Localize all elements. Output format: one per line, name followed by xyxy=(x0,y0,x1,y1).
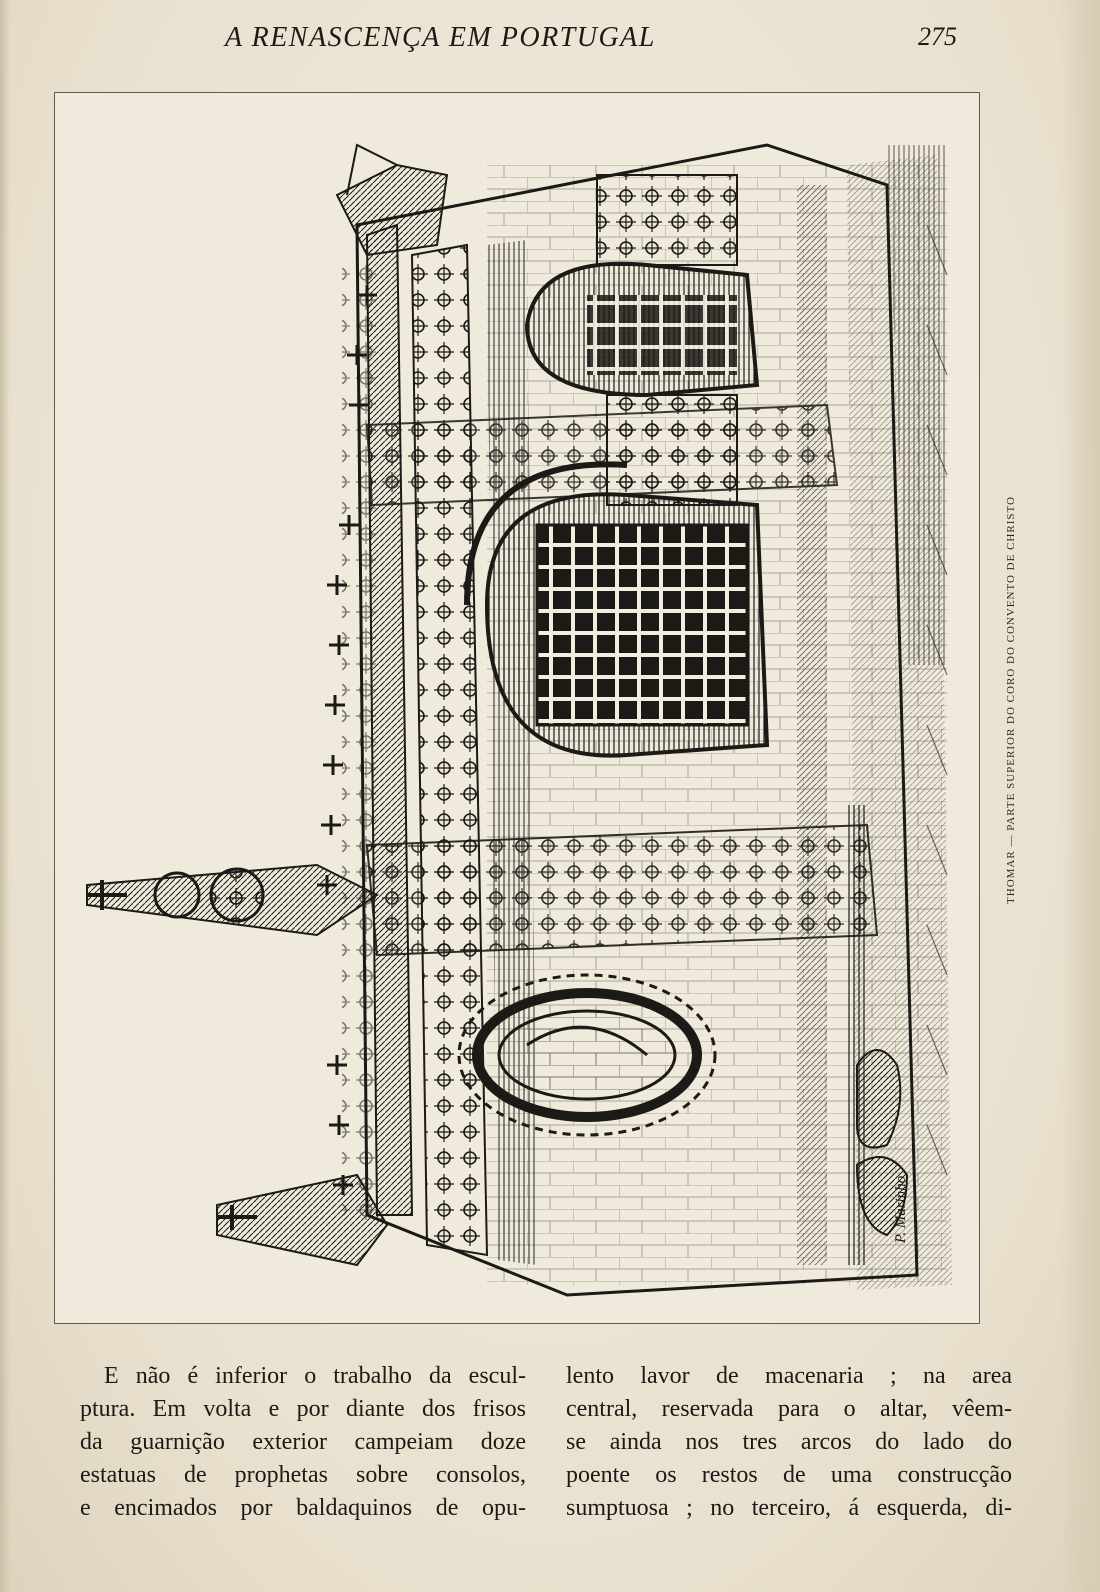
text-line: lento lavor de macenaria ; na area xyxy=(566,1363,1012,1389)
illustration-plate: P. Marinho xyxy=(54,92,980,1324)
engraving-thomar-coro xyxy=(67,105,967,1311)
page-right-edge-shadow xyxy=(1060,0,1100,1592)
text-line: ptura. Em volta e por diante dos frisos xyxy=(80,1396,526,1422)
illustration-caption: THOMAR — PARTE SUPERIOR DO CORO DO CONVE… xyxy=(1003,470,1019,930)
page-left-edge-shadow xyxy=(0,0,10,1592)
text-line: e encimados por baldaquinos de opu- xyxy=(80,1495,526,1521)
text-line: central, reservada para o altar, vêem- xyxy=(566,1396,1012,1422)
text-line: da guarnição exterior campeiam doze xyxy=(80,1429,526,1455)
running-title: A RENASCENÇA EM PORTUGAL xyxy=(225,22,656,53)
text-line: E não é inferior o trabalho da escul- xyxy=(104,1363,526,1389)
page-number: 275 xyxy=(918,22,957,51)
text-line: poente os restos de uma construcção xyxy=(566,1462,1012,1488)
text-column-left: E não é inferior o trabalho da escul- pt… xyxy=(80,1360,526,1525)
text-line: estatuas de prophetas sobre consolos, xyxy=(80,1462,526,1488)
text-line: se ainda nos tres arcos do lado do xyxy=(566,1429,1012,1455)
text-column-right: lento lavor de macenaria ; na area centr… xyxy=(566,1360,1012,1525)
caption-text: THOMAR — PARTE SUPERIOR DO CORO DO CONVE… xyxy=(1005,496,1017,904)
text-line: sumptuosa ; no terceiro, á esquerda, di- xyxy=(566,1495,1012,1521)
artist-signature: P. Marinho xyxy=(893,1175,909,1243)
